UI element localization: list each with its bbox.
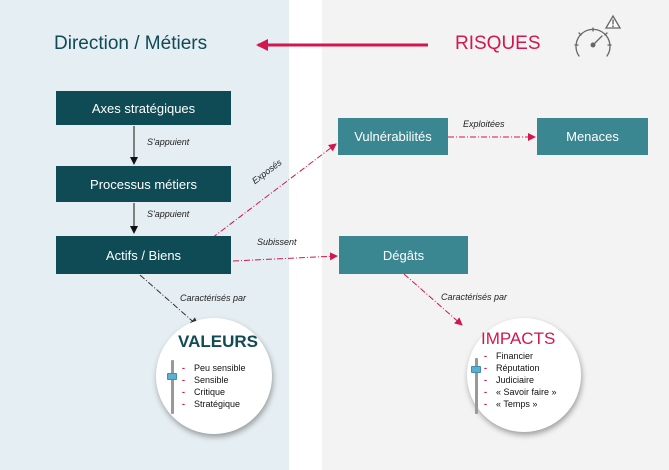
valeurs-circle: VALEURS -Peu sensible -Sensible -Critiqu… [156,318,272,434]
impacts-list: -Financier -Réputation -Judiciaire -« Sa… [484,350,557,410]
direction-metiers-heading: Direction / Métiers [54,33,208,54]
risques-heading: RISQUES [455,33,541,54]
list-item: -Réputation [484,363,540,373]
impacts-title: IMPACTS [481,329,556,348]
processus-metiers-box: Processus métiers [56,166,231,202]
list-item: -Critique [182,387,226,397]
list-item: -Financier [484,351,534,361]
caracterises-par-label-1: Caractérisés par [180,293,247,303]
sappuient-label-2: S'appuient [147,209,190,219]
actifs-to-valeurs-arrow [139,274,199,327]
valeurs-scale-knob [167,373,177,380]
vulnerabilites-box: Vulnérabilités [338,118,448,155]
exploitees-label: Exploitées [463,119,505,129]
actifs-to-vulnerabilites-arrow [211,143,337,239]
actifs-to-degats-arrow [232,252,338,262]
axes-strategiques-box: Axes stratégiques [56,91,231,125]
list-item: -Peu sensible [182,363,246,373]
list-item: -Judiciaire [484,375,535,385]
list-item: -« Savoir faire » [484,387,557,397]
impacts-scale-slider [475,358,478,414]
impacts-circle: IMPACTS -Financier -Réputation -Judiciai… [467,318,581,432]
impacts-scale-knob [471,366,481,373]
degats-to-impacts-arrow [403,273,463,326]
sappuient-label-1: S'appuient [147,137,190,147]
list-item: -Stratégique [182,399,241,409]
valeurs-title: VALEURS [178,332,258,351]
valeurs-list: -Peu sensible -Sensible -Critique -Strat… [182,362,246,410]
menaces-box: Menaces [537,118,648,155]
degats-box: Dégâts [339,236,468,274]
subissent-label: Subissent [257,237,297,247]
actifs-biens-box: Actifs / Biens [56,236,231,274]
valeurs-scale-slider [171,360,174,414]
speedometer-warning-icon [574,14,622,57]
list-item: -« Temps » [484,399,538,409]
list-item: -Sensible [182,375,229,385]
caracterises-par-label-2: Caractérisés par [441,292,508,302]
